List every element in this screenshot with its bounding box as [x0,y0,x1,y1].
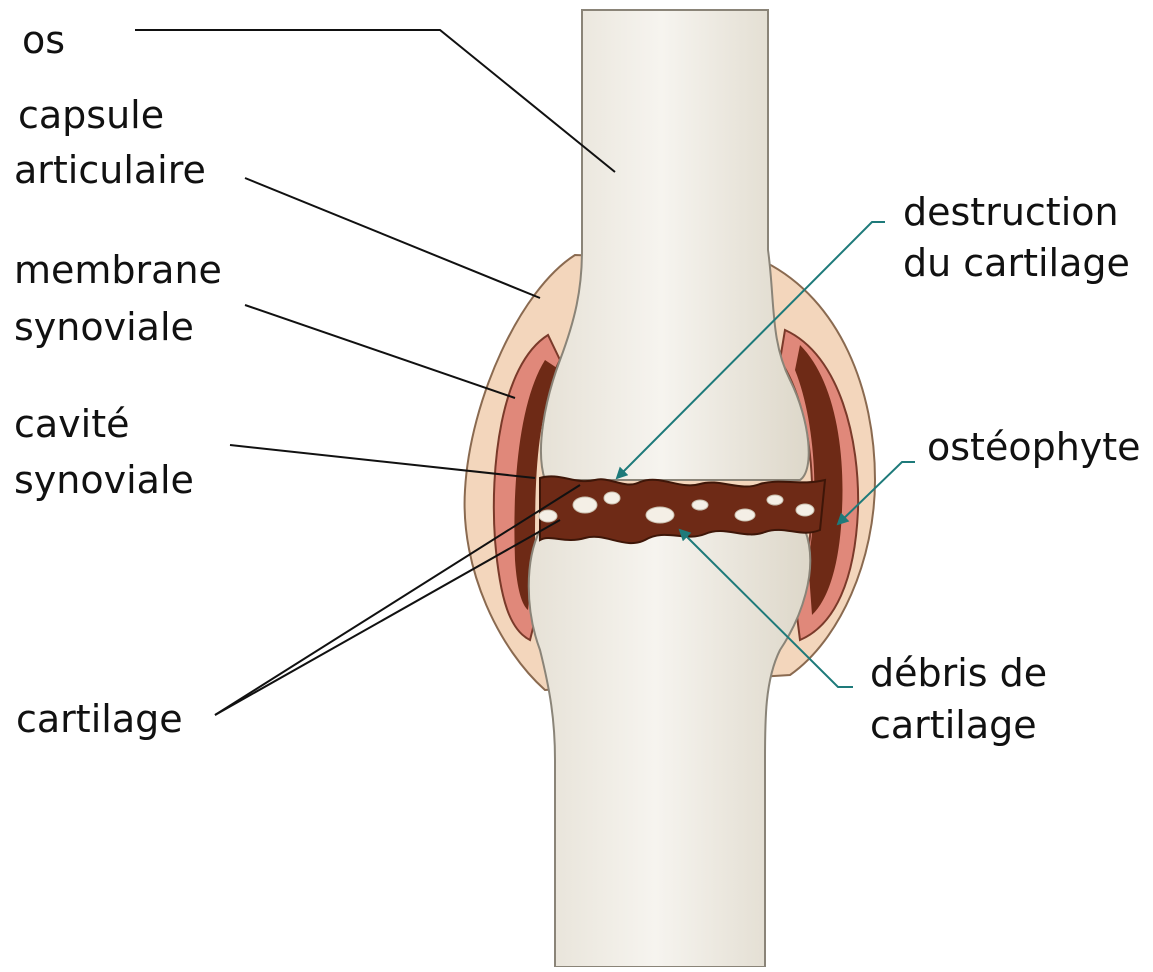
label-cavite-line1: cavité [14,397,130,452]
leader-capsule [245,178,540,298]
label-capsule-line1: capsule [18,88,164,143]
leader-os [135,30,615,172]
leader-membrane [245,305,515,398]
label-destruction-line1: destruction [903,185,1119,240]
label-osteophyte: ostéophyte [927,420,1141,475]
label-cartilage: cartilage [16,692,183,747]
label-capsule-line2: articulaire [14,143,206,198]
label-debris-line1: débris de [870,646,1047,701]
label-debris-line2: cartilage [870,698,1037,753]
lower-bone [529,530,810,967]
upper-bone [541,10,809,480]
label-destruction-line2: du cartilage [903,236,1130,291]
label-cavite-line2: synoviale [14,453,194,508]
label-os: os [22,13,65,68]
label-membrane-line1: membrane [14,243,222,298]
label-membrane-line2: synoviale [14,300,194,355]
